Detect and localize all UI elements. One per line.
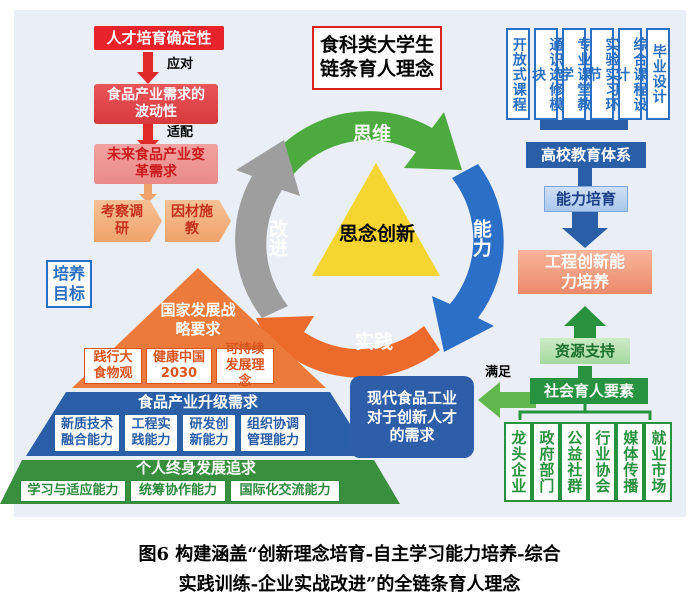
pyramid-mid-item-1: 新质技术融合能力 — [54, 414, 120, 452]
arrow-respond — [137, 52, 159, 84]
element-3: 公益社群 — [560, 422, 588, 502]
element-1: 龙头企业 — [504, 422, 532, 502]
core-label: 思念创新 — [338, 223, 415, 246]
pyramid-top-item-2: 健康中国2030 — [146, 348, 212, 384]
arrow-satisfy-left — [478, 382, 536, 418]
certainty-box: 人才培育确定性 — [94, 26, 224, 50]
goal-box: 培养目标 — [46, 260, 92, 308]
pyramid-mid-label: 食品产业升级需求 — [137, 392, 258, 411]
need-box: 现代食品工业对于创新人才的需求 — [350, 376, 474, 458]
ability-training-box: 能力培育 — [544, 186, 628, 212]
survey-tag: 考察调研 — [94, 200, 162, 242]
pyramid-bottom-item-1: 学习与适应能力 — [20, 480, 126, 502]
cycle-think-label: 思维 — [352, 123, 391, 146]
green-bracket — [518, 404, 652, 420]
cycle-practice-label: 实践 — [354, 331, 393, 354]
pyramid-top-item-1: 践行大食物观 — [84, 348, 142, 384]
element-5: 媒体传播 — [616, 422, 644, 502]
arrow-system-down — [578, 168, 592, 186]
course-5: 综合课程设计 — [614, 28, 648, 120]
diagram-title: 食科类大学生链条育人理念 — [312, 26, 442, 90]
pyramid-bottom-item-3: 国际化交流能力 — [230, 480, 340, 502]
arrow-social-up — [578, 366, 592, 378]
course-1: 开放式课程 — [506, 28, 530, 120]
element-6: 就业市场 — [644, 422, 672, 502]
arrow-support-up — [564, 306, 606, 340]
arrow-to-tags — [139, 182, 157, 203]
course-6: 毕业设计 — [646, 28, 670, 120]
tailor-tag: 因材施教 — [165, 200, 231, 242]
element-2: 政府部门 — [532, 422, 560, 502]
cycle-ability-label: 能力 — [469, 219, 492, 257]
arrow-train-down — [562, 212, 608, 248]
adapt-label: 适配 — [166, 124, 193, 140]
pyramid-mid-item-3: 研发创新能力 — [182, 414, 236, 452]
respond-label: 应对 — [166, 56, 193, 72]
pyramid-top-label: 国家发展战略要求 — [160, 301, 236, 338]
pyramid-bottom-label: 个人终身发展追求 — [135, 458, 256, 477]
eng-innovation-box: 工程创新能力培养 — [518, 250, 652, 294]
satisfy-label: 满足 — [484, 364, 511, 380]
pyramid-mid-item-4: 组织协调管理能力 — [240, 414, 306, 452]
core-triangle — [312, 163, 440, 276]
pyramid-mid-item-2: 工程实践能力 — [124, 414, 178, 452]
cycle-think-arc — [268, 111, 462, 176]
cycle-improve-arc — [235, 140, 300, 318]
pyramid-bottom-item-2: 统筹协作能力 — [130, 480, 226, 502]
cycle-improve-label: 改进 — [265, 219, 288, 257]
volatility-box: 食品产业需求的波动性 — [94, 84, 218, 124]
course-4: 实验实习环节 — [586, 28, 620, 120]
future-box: 未来食品产业变革需求 — [94, 144, 218, 184]
element-4: 行业协会 — [588, 422, 616, 502]
resource-support-box: 资源支持 — [540, 338, 630, 364]
cycle-ability-arc — [432, 164, 504, 352]
social-elements-bar: 社会育人要素 — [530, 378, 648, 404]
course-2: 通识选修模块 — [530, 28, 564, 120]
cycle-practice-arc — [256, 316, 440, 378]
figure-caption-line2: 实践训练-企业实战改进”的全链条育人理念 — [178, 574, 521, 595]
education-system-bar: 高校教育体系 — [526, 142, 646, 168]
arrow-courses-down — [540, 120, 628, 130]
figure-caption-line1: 图6 构建涵盖“创新理念培育-自主学习能力培养-综合 — [138, 544, 561, 565]
course-3: 专业课堂教学 — [558, 28, 592, 120]
pyramid-top-item-3: 可持续发展理念 — [216, 342, 274, 389]
